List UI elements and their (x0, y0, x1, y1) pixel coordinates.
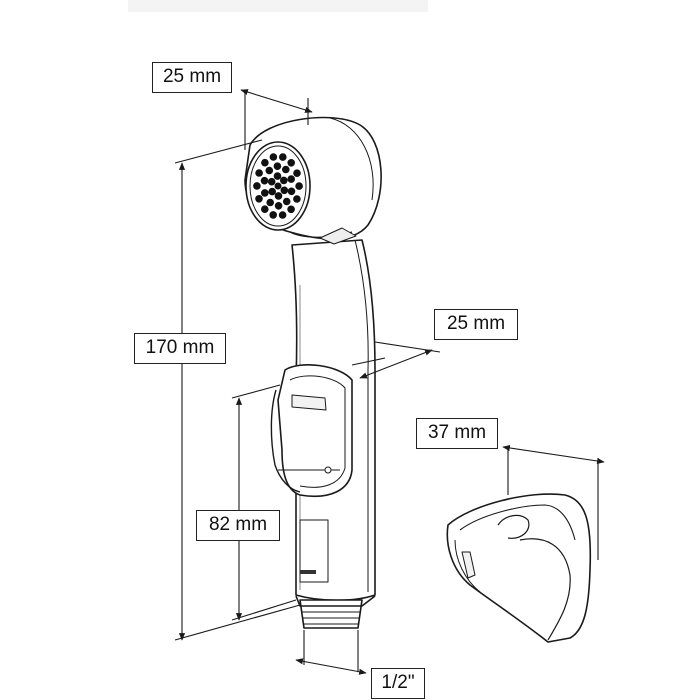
nozzle-hole (278, 211, 287, 219)
nozzle-hole (266, 198, 275, 207)
thread-connector (299, 599, 363, 629)
nozzle-hole (255, 195, 263, 203)
wall-holder (446, 493, 592, 643)
nozzle-hole (273, 172, 282, 180)
nozzle-hole (260, 176, 269, 185)
nozzle-hole (265, 166, 274, 175)
nozzle-hole (293, 195, 301, 203)
nozzle-hole (261, 205, 269, 213)
nozzle-hole (269, 153, 278, 161)
nozzle-hole (282, 165, 290, 174)
nozzle-hole (267, 177, 276, 186)
nozzle-hole (253, 182, 261, 190)
nozzle-hole (287, 205, 295, 214)
sprayer (244, 116, 382, 629)
nozzle-hole (255, 169, 263, 177)
nozzle-hole (261, 158, 269, 167)
nozzle-hole (287, 159, 296, 167)
total-height-label: 170 mm (134, 333, 226, 364)
nozzle-hole (293, 169, 301, 177)
nozzle-hole (282, 197, 291, 206)
nozzle-hole (274, 202, 283, 210)
holder-width-label: 37 mm (416, 418, 498, 449)
top-strip (128, 0, 428, 12)
nozzle-hole (273, 162, 282, 170)
nozzle-hole (279, 153, 287, 161)
nozzle-hole (274, 192, 283, 200)
thread-label: 1/2" (371, 668, 425, 699)
nozzle-hole (280, 176, 288, 185)
nozzle-hole (261, 189, 269, 197)
nozzle-hole (287, 175, 296, 183)
nozzle-width-label: 25 mm (152, 62, 232, 93)
nozzle-hole (280, 186, 289, 195)
nozzle-hole (274, 182, 282, 190)
nozzle-hole (287, 187, 296, 196)
nozzle-holes (253, 153, 303, 219)
lever-height-label: 82 mm (196, 510, 280, 541)
handle-depth-label: 25 mm (434, 309, 518, 340)
nozzle-hole (269, 211, 278, 219)
dimension-lines (174, 89, 605, 675)
nozzle-hole (268, 187, 277, 196)
nozzle-hole (295, 182, 303, 190)
